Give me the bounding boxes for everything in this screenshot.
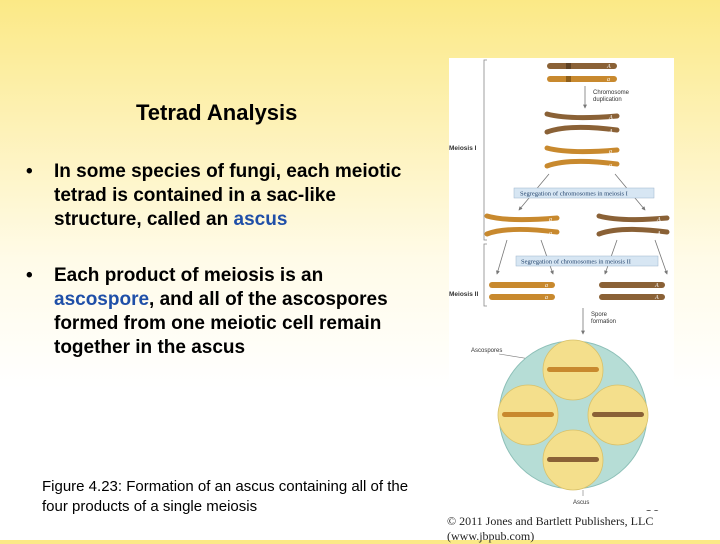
duplicated-chromosome-A: A A	[544, 111, 620, 135]
bullet-marker: •	[26, 265, 33, 286]
svg-text:a: a	[609, 163, 612, 169]
segregation-1-label-box	[513, 187, 655, 199]
slide-title: Tetrad Analysis	[136, 100, 298, 125]
svg-text:a: a	[545, 283, 548, 289]
ascus-formation-figure: Meiosis I Meiosis II A a Chromosome dupl…	[449, 58, 674, 510]
spore-formation-label: Spore	[591, 312, 608, 318]
bullet-text: In some species of fungi, each meiotic t…	[54, 161, 402, 230]
segregation-2-arrow	[496, 239, 508, 275]
svg-text:a: a	[609, 149, 612, 155]
chromosome-A-initial: A	[547, 63, 617, 70]
chromosome-duplication-label: Chromosome	[593, 90, 630, 96]
segregation-1-label: Segregation of chromosomes in meiosis I	[520, 191, 628, 198]
svg-text:A: A	[656, 217, 661, 223]
meiosis-2-products-a: a a	[489, 282, 555, 301]
svg-text:A: A	[654, 283, 659, 289]
segregation-2-label-box	[515, 255, 659, 267]
allele-label: A	[606, 64, 611, 70]
ascospore-top	[542, 339, 604, 401]
bullet-item-ascospore: • Each product of meiosis is an ascospor…	[22, 264, 422, 360]
allele-label: a	[607, 77, 610, 83]
segregated-chromosome-A: A A	[596, 213, 670, 237]
bullet-text: Each product of meiosis is an	[54, 265, 324, 286]
meiosis-2-bracket	[483, 243, 487, 307]
meiosis-2-label: Meiosis II	[449, 291, 478, 298]
bullet-item-ascus: • In some species of fungi, each meiotic…	[22, 160, 422, 232]
svg-text:A: A	[608, 115, 613, 121]
ascospore-left	[497, 384, 559, 446]
meiosis-diagram: Meiosis I Meiosis II A a Chromosome dupl…	[449, 59, 670, 506]
bullet-text-end: , and all of the ascospores formed from …	[54, 289, 388, 358]
term-ascus: ascus	[233, 209, 288, 230]
svg-text:a: a	[549, 217, 552, 223]
meiosis-1-bracket	[483, 59, 487, 241]
svg-text:a: a	[549, 231, 552, 237]
segregation-2-arrow	[654, 239, 668, 275]
duplicated-chromosome-a: a a	[544, 145, 620, 169]
svg-text:A: A	[656, 231, 661, 237]
segregation-2-label: Segregation of chromosomes in meiosis II	[521, 259, 631, 266]
svg-text:A: A	[608, 129, 613, 135]
spore-formation-label-line2: formation	[591, 319, 616, 325]
chromosome-duplication-label-line2: duplication	[593, 97, 622, 103]
bullet-list: • In some species of fungi, each meiotic…	[22, 160, 422, 392]
ascospore-bottom	[542, 429, 604, 491]
ascospore-right	[587, 384, 649, 446]
svg-text:A: A	[654, 295, 659, 301]
chromosome-a-initial: a	[547, 76, 617, 83]
ascospores-label: Ascospores	[471, 348, 502, 354]
meiosis-1-label: Meiosis I	[449, 145, 477, 152]
figure-caption: Figure 4.23: Formation of an ascus conta…	[42, 478, 409, 515]
meiosis-2-products-A: A A	[599, 282, 665, 301]
term-ascospore: ascospore	[54, 289, 150, 310]
svg-text:a: a	[545, 295, 548, 301]
ascus-label: Ascus	[573, 500, 589, 506]
segregated-chromosome-a: a a	[484, 213, 560, 237]
bullet-marker: •	[26, 161, 33, 182]
